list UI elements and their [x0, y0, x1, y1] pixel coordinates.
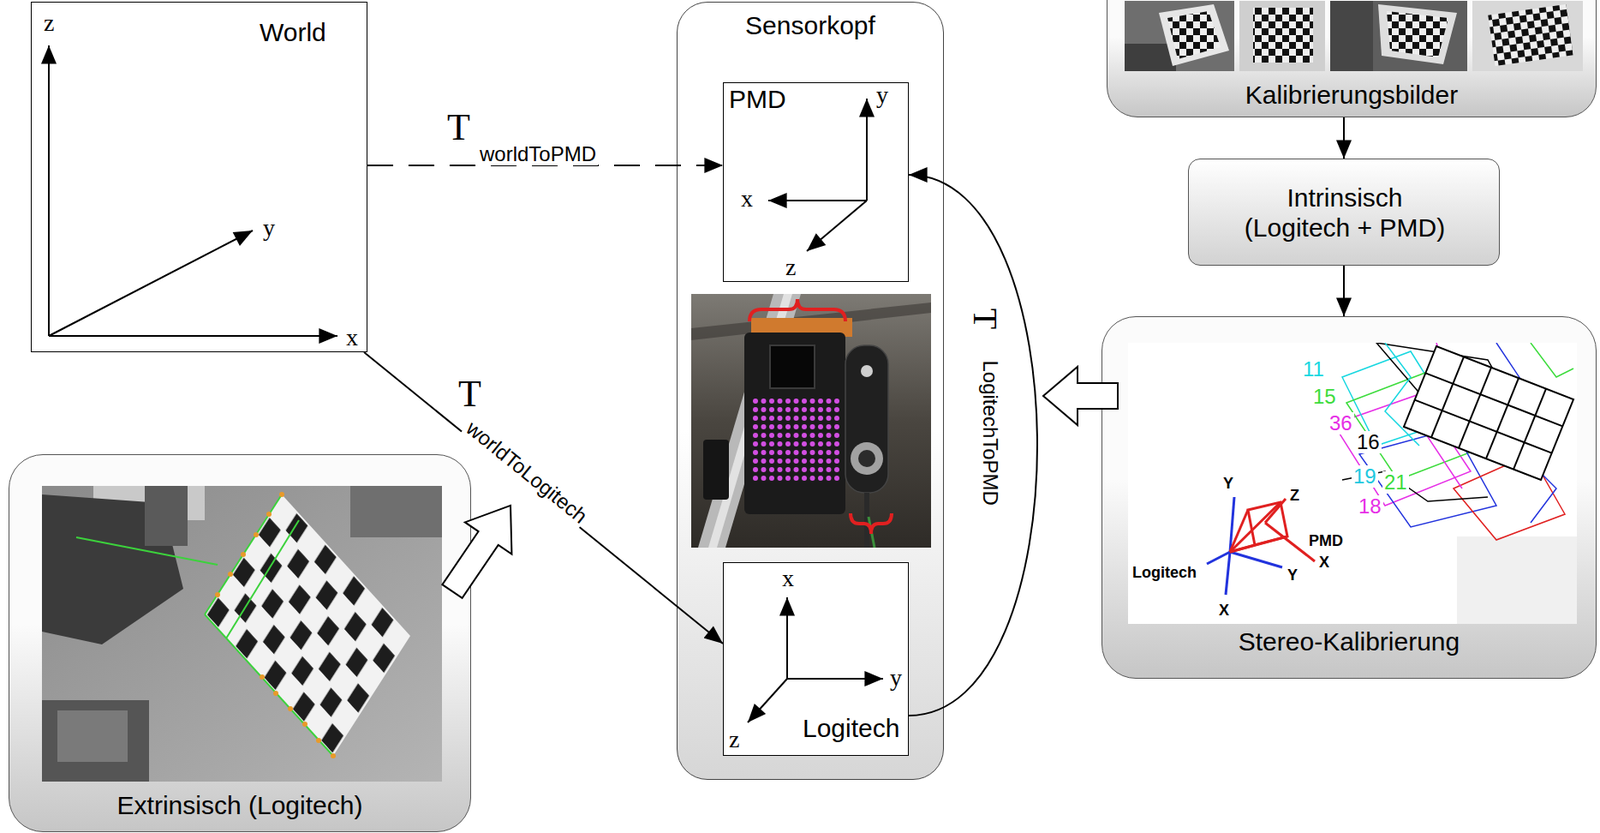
sensor-head-panel: Sensorkopf PMDyxz xyzLogitech [676, 1, 944, 780]
axis-label: x [346, 325, 359, 350]
image-panel: Extrinsisch (Logitech) [8, 453, 472, 832]
image-panel: Stereo-Kalibrierung [1101, 316, 1597, 679]
connector [908, 174, 1038, 716]
camera-label: Logitech [1132, 564, 1197, 582]
frame-box: x y z Logitech [722, 561, 909, 756]
axis-label: Y [1223, 475, 1234, 493]
image-panel: Kalibrierungsbilder [1106, 0, 1597, 118]
frame-title: PMD [728, 84, 787, 115]
image-number: 16 [1355, 430, 1382, 454]
axis-label: X [1218, 602, 1230, 620]
frame-title: Logitech [802, 713, 900, 744]
hollow-arrow [429, 489, 535, 607]
connector [364, 352, 723, 644]
sensor-photo [691, 293, 932, 548]
axis-label: y [889, 665, 902, 690]
axis-label: y [262, 215, 275, 240]
transform-label: T [458, 375, 482, 413]
axis-label: x [740, 186, 753, 211]
axis-label: x [782, 566, 795, 591]
image-number: 15 [1311, 385, 1338, 408]
process-label: Intrinsisch (Logitech + PMD) [1232, 183, 1457, 243]
axes [31, 2, 369, 353]
transform-subscript: worldToPMD [477, 143, 598, 166]
calibration-thumbnails [1124, 0, 1583, 72]
frame-box: PMD y x z [722, 82, 909, 282]
connector [1343, 117, 1345, 159]
axis-label: X [1319, 554, 1330, 572]
process-box: Intrinsisch (Logitech + PMD) [1188, 158, 1500, 266]
camera-label: PMD [1308, 532, 1344, 550]
axis-label: z [43, 11, 54, 36]
axis-label: y [876, 83, 889, 108]
panel-title: Extrinsisch (Logitech) [9, 790, 471, 821]
frame-title: World [259, 17, 327, 48]
transform-label: T [447, 108, 471, 147]
axis-label: z [785, 255, 796, 280]
image-number: 21 [1382, 471, 1409, 494]
panel-title: Sensorkopf [677, 11, 944, 42]
hollow-arrow [1043, 366, 1118, 425]
panel-title: Kalibrierungsbilder [1107, 80, 1596, 111]
image-number: 36 [1327, 411, 1355, 435]
transform-label: T [967, 308, 1003, 329]
axis-label: Y [1287, 567, 1298, 585]
connector [1343, 265, 1345, 317]
axis-label: Z [1289, 487, 1300, 505]
axis-label: z [728, 727, 740, 752]
transform-subscript: LogitechToPMD [978, 359, 1001, 505]
extrinsic-photo [41, 485, 442, 782]
transform-subscript: worldToLogitech [459, 415, 593, 529]
image-number: 11 [1301, 358, 1326, 381]
panel-title: Stereo-Kalibrierung [1102, 626, 1596, 657]
image-number: 19 [1351, 465, 1379, 488]
image-number: 18 [1356, 495, 1384, 518]
frame-box: World z y x [30, 1, 368, 353]
